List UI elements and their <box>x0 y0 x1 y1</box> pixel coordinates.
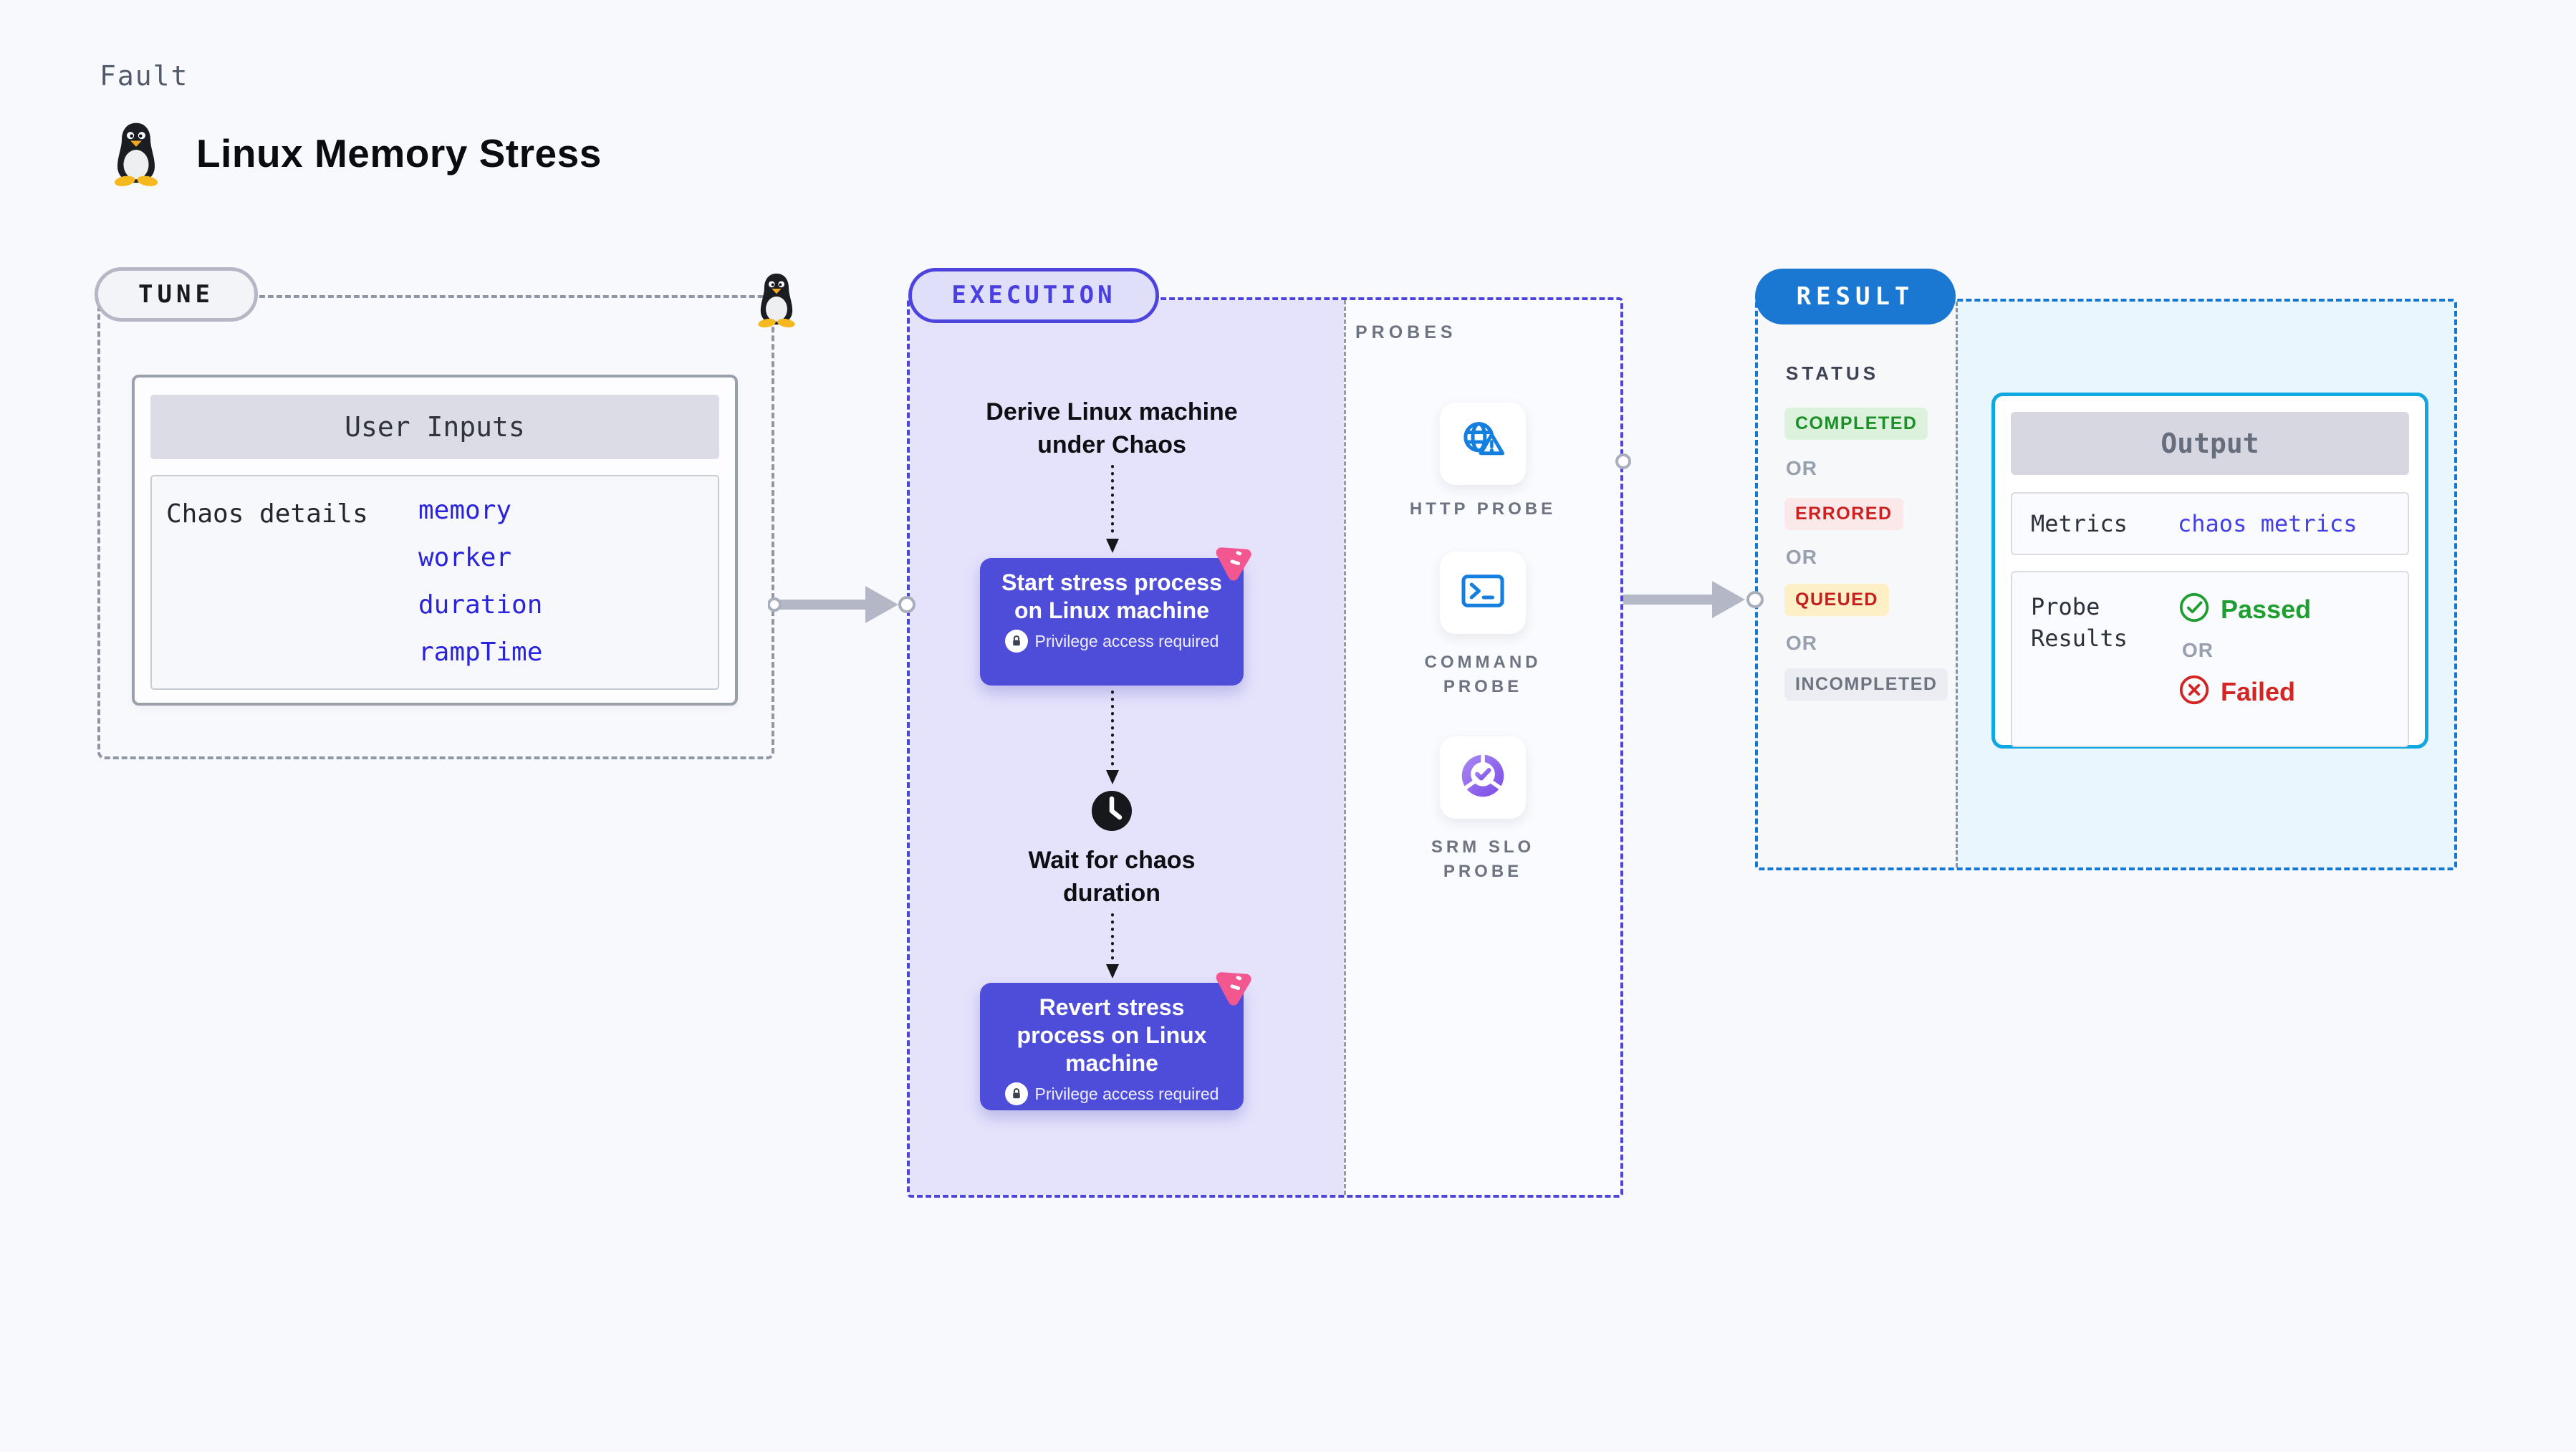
srm-slo-probe-label: SRM SLO PROBE <box>1431 837 1535 881</box>
tux-penguin-icon <box>105 120 168 186</box>
chaos-experiment-icon <box>1212 539 1256 584</box>
command-probe-card <box>1440 552 1526 634</box>
probe-results-label: Probe Results <box>2031 593 2128 652</box>
output-card-header: Output <box>2011 412 2409 475</box>
flow-dotted-arrow-1 <box>1106 465 1119 553</box>
wait-step-label: Wait for chaos duration <box>1028 847 1196 907</box>
task-revert-stress: Revert stress process on Linux machine P… <box>980 972 1251 1110</box>
clock-icon <box>1090 789 1133 832</box>
tune-to-execution-arrow <box>768 586 915 623</box>
http-probe-label: HTTP PROBE <box>1409 499 1557 519</box>
status-column-label: STATUS <box>1786 362 1880 384</box>
output-card: Output Metrics chaos metrics Probe Resul… <box>1991 393 2428 749</box>
status-badge-completed: COMPLETED <box>1784 408 1928 440</box>
execution-output-node <box>1615 453 1631 469</box>
srm-slo-probe-card <box>1440 736 1526 819</box>
terminal-icon <box>1457 565 1509 620</box>
chaos-metrics-link[interactable]: chaos metrics <box>2178 510 2358 537</box>
slo-donut-check-icon <box>1457 750 1509 805</box>
privilege-note-text: Privilege access required <box>1034 631 1219 650</box>
user-inputs-header: User Inputs <box>150 395 719 459</box>
privilege-note: Privilege access required <box>980 1082 1244 1105</box>
status-badge-errored: ERRORED <box>1784 498 1903 530</box>
chaos-experiment-icon <box>1212 964 1256 1009</box>
user-inputs-card: User Inputs Chaos details memory worker … <box>132 375 738 706</box>
revert-stress-label: Revert stress process on Linux machine <box>1017 994 1207 1076</box>
probe-results-row: Probe Results Passed OR <box>2011 571 2409 747</box>
param-link-memory[interactable]: memory <box>418 496 512 525</box>
http-probe-card <box>1440 403 1526 485</box>
passed-row: Passed <box>2178 591 2311 628</box>
derive-step-label: Derive Linux machine under Chaos <box>986 398 1238 458</box>
or-separator: OR <box>2182 639 2214 661</box>
metrics-row: Metrics chaos metrics <box>2011 492 2409 555</box>
chaos-params-list: memory worker duration rampTime <box>418 496 542 667</box>
fault-kicker: Fault <box>100 60 189 92</box>
passed-label: Passed <box>2221 594 2312 624</box>
probe-results-values: Passed OR Failed <box>2178 591 2311 710</box>
execution-section-label: EXECUTION <box>908 268 1159 323</box>
privilege-note: Privilege access required <box>980 630 1244 653</box>
result-section-label: RESULT <box>1755 269 1956 324</box>
or-separator: OR <box>1786 546 1817 568</box>
or-separator: OR <box>1786 457 1817 479</box>
metrics-label: Metrics <box>2031 510 2128 537</box>
flow-dotted-arrow-3 <box>1106 913 1119 979</box>
page-title: Linux Memory Stress <box>196 131 602 176</box>
execution-to-result-arrow <box>1623 581 1764 618</box>
chaos-details-label: Chaos details <box>166 499 368 529</box>
param-link-worker[interactable]: worker <box>418 543 512 572</box>
tune-section-label: TUNE <box>95 267 258 322</box>
tux-penguin-icon-small <box>753 268 800 331</box>
privilege-note-text: Privilege access required <box>1034 1084 1219 1103</box>
status-badge-queued: QUEUED <box>1784 584 1889 616</box>
probes-column-label: PROBES <box>1355 322 1457 342</box>
status-badge-incompleted: INCOMPLETED <box>1784 668 1948 701</box>
x-circle-icon <box>2178 673 2211 710</box>
start-stress-label: Start stress process on Linux machine <box>1001 569 1222 623</box>
lock-icon <box>1004 1082 1028 1105</box>
command-probe-label: COMMAND PROBE <box>1424 653 1542 696</box>
globe-alert-icon <box>1457 416 1509 471</box>
flow-dotted-arrow-2 <box>1106 691 1119 784</box>
param-link-duration[interactable]: duration <box>418 590 543 620</box>
param-link-ramptime[interactable]: rampTime <box>418 638 543 667</box>
check-circle-icon <box>2178 591 2211 628</box>
failed-row: Failed <box>2178 673 2311 710</box>
lock-icon <box>1004 630 1028 653</box>
chaos-details-table: Chaos details memory worker duration ram… <box>150 475 719 690</box>
failed-label: Failed <box>2221 676 2296 706</box>
tune-section-box <box>97 295 774 759</box>
or-separator: OR <box>1786 632 1817 654</box>
task-start-stress: Start stress process on Linux machine Pr… <box>980 547 1251 686</box>
